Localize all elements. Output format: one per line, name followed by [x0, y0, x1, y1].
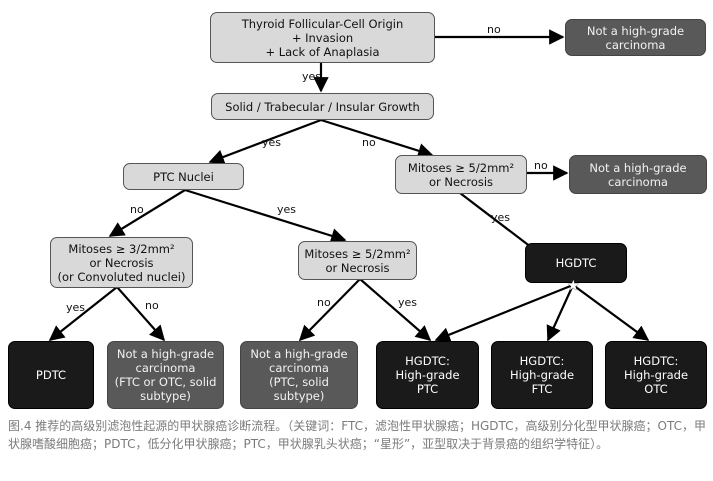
node-not-high-grade-1: Not a high-grade carcinoma: [565, 19, 706, 56]
node-not-high-grade-ftc-otc: Not a high-grade carcinoma (FTC or OTC, …: [107, 341, 224, 409]
arrow-hgdtc-otc: [572, 284, 650, 341]
node-pdtc: PDTC: [8, 341, 94, 409]
node-ptc-nuclei: PTC Nuclei: [123, 163, 244, 190]
node-not-high-grade-ptc: Not a high-grade carcinoma (PTC, solid s…: [240, 341, 358, 409]
label-mitoses-mid-yes: yes: [398, 296, 418, 309]
arrow-hgdtc-ftc: [546, 284, 575, 342]
node-mitoses-3: Mitoses ≥ 3/2mm² or Necrosis (or Convolu…: [50, 237, 193, 288]
label-mitoses-right-no: no: [534, 159, 548, 172]
node-mitoses-5-mid: Mitoses ≥ 5/2mm² or Necrosis: [298, 241, 417, 280]
label-origin-yes: yes: [302, 70, 322, 83]
node-hgdtc-ptc: HGDTC: High-grade PTC: [376, 341, 479, 409]
node-hgdtc-top: HGDTC: [525, 243, 627, 283]
label-ptc-yes: yes: [277, 203, 297, 216]
figure-caption: 图.4 推荐的高级别滤泡性起源的甲状腺癌诊断流程。（关键词：FTC，滤泡性甲状腺…: [8, 419, 706, 451]
label-mitoses3-yes: yes: [66, 301, 86, 314]
node-hgdtc-otc: HGDTC: High-grade OTC: [605, 341, 707, 409]
node-growth: Solid / Trabecular / Insular Growth: [211, 93, 434, 120]
arrow-mitoses3-yes: [48, 286, 118, 341]
node-hgdtc-ftc: HGDTC: High-grade FTC: [491, 341, 593, 409]
label-ptc-no: no: [130, 203, 144, 216]
arrow-growth-yes: [208, 118, 322, 165]
node-origin: Thyroid Follicular-Cell Origin + Invasio…: [210, 12, 435, 63]
star-icon: ★: [567, 278, 580, 294]
arrow-mitoses3-no: [116, 286, 166, 342]
arrow-mitoses-mid-no: [298, 278, 361, 342]
label-mitoses-mid-no: no: [317, 296, 331, 309]
node-not-high-grade-2: Not a high-grade carcinoma: [569, 155, 707, 194]
arrow-ptc-yes: [184, 188, 347, 244]
label-growth-yes: yes: [262, 136, 282, 149]
arrow-growth-no: [320, 118, 434, 159]
label-mitoses-right-yes: yes: [491, 211, 511, 224]
label-growth-no: no: [362, 136, 376, 149]
arrow-mitoses-mid-yes: [359, 278, 432, 342]
label-mitoses3-no: no: [145, 299, 159, 312]
label-origin-no: no: [487, 23, 501, 36]
node-mitoses-5-right: Mitoses ≥ 5/2mm² or Necrosis: [395, 155, 527, 194]
arrow-hgdtc-ptc: [434, 283, 574, 342]
arrow-ptc-no: [108, 189, 186, 237]
